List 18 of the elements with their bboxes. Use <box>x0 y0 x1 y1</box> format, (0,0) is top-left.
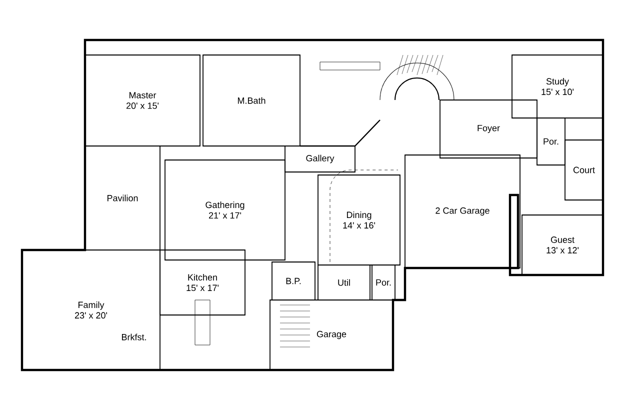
room: Dining 14' x 16' <box>318 174 400 266</box>
room: Study 15' x 10' <box>512 54 604 118</box>
room: Foyer <box>440 100 538 158</box>
room: Master 20' x 15' <box>84 54 200 146</box>
room: Por. <box>536 118 566 166</box>
room: Util <box>318 264 370 300</box>
room: Gallery <box>284 146 356 172</box>
room: M.Bath <box>202 54 300 146</box>
room: B.P. <box>272 262 316 300</box>
room: Kitchen 15' x 17' <box>160 250 246 316</box>
room: Guest 13' x 12' <box>522 214 604 276</box>
room: Garage <box>270 300 394 370</box>
room: Gathering 21' x 17' <box>164 160 286 260</box>
room: Por. <box>372 264 396 300</box>
room-label: Brkfst. <box>122 334 146 340</box>
room: 2 Car Garage <box>404 154 520 268</box>
room: Pavilion <box>84 146 160 250</box>
room: Court <box>564 140 604 200</box>
